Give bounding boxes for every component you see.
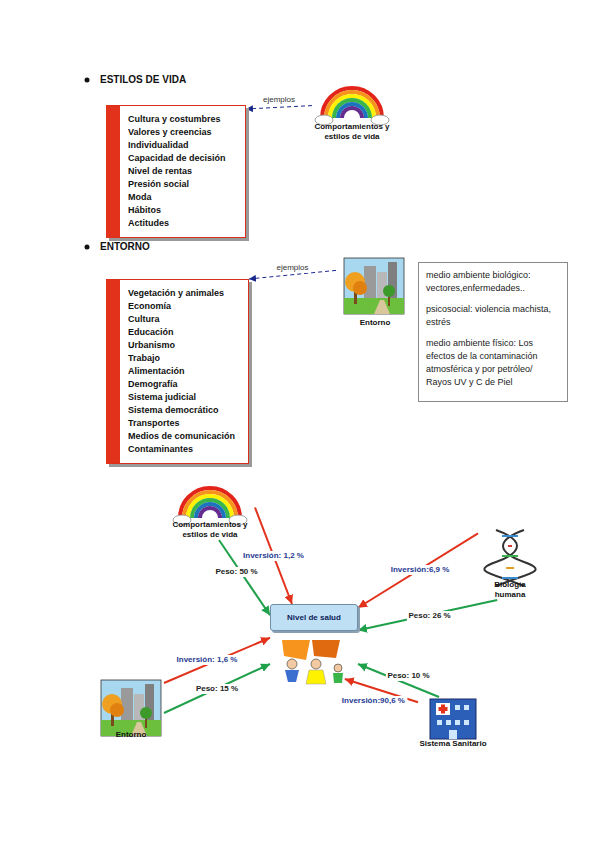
health-banner: Nivel de salud (270, 604, 358, 679)
connector-arrow (219, 540, 270, 615)
icon-node: Entorno (98, 680, 164, 740)
node-text: Nivel de rentas (128, 165, 237, 178)
edge-label: ejemplos (261, 95, 297, 105)
node-text: Cultura y costumbres (128, 113, 237, 126)
node-text: Cultura (128, 313, 240, 326)
node-text: Hábitos (128, 204, 237, 217)
node-text: Biología humana (478, 580, 542, 600)
node-text: medio ambiente físico: Los efectos de la… (426, 337, 560, 389)
bullet (85, 78, 90, 83)
hospital-icon (430, 699, 476, 739)
connector-arrow (164, 638, 270, 683)
node-text: Entorno (360, 318, 391, 328)
node-text: Economía (128, 300, 240, 313)
node-text: Alimentación (128, 365, 240, 378)
note-box: medio ambiente biológico: vectores,enfer… (418, 262, 568, 402)
node-text: Sistema judicial (128, 391, 240, 404)
connector-arrow (345, 679, 418, 702)
connector-arrow (249, 270, 336, 279)
node-text: Nivel de salud (270, 604, 358, 631)
node-text: Demografía (128, 378, 240, 391)
bullet (85, 245, 90, 250)
connector-arrow (246, 106, 312, 109)
icon-node: Biología humana (478, 526, 542, 600)
node-text: psicosocial: violencia machista, estrés (426, 303, 560, 329)
node-text: Vegetación y animales (128, 287, 240, 300)
list-box: Cultura y costumbresValores y creenciasI… (106, 105, 246, 238)
connector-arrow (358, 600, 497, 630)
edge-label: Inversión: 1,6 % (175, 655, 240, 665)
node-text: Presión social (128, 178, 237, 191)
edge-label: Peso: 50 % (213, 567, 259, 577)
environment-icon (344, 258, 404, 314)
connector-arrow (358, 533, 478, 607)
section-heading: ESTILOS DE VIDA (100, 74, 186, 85)
icon-node: Sistema Sanitario (418, 697, 488, 749)
node-text: Transportes (128, 417, 240, 430)
edge-label: Peso: 26 % (406, 611, 452, 621)
connector-arrow (255, 508, 292, 605)
node-text: Sistema democrático (128, 404, 240, 417)
connector-arrow (164, 664, 270, 713)
node-text: Sistema Sanitario (419, 739, 486, 749)
node-text: Medios de comunicación (128, 430, 240, 443)
node-text: Contaminantes (128, 443, 240, 456)
node-text: Entorno (116, 730, 147, 740)
node-text: Actitudes (128, 217, 237, 230)
edge-label: Peso: 15 % (194, 684, 240, 694)
icon-node: Entorno (336, 256, 414, 328)
list-box: Vegetación y animalesEconomíaCulturaEduc… (106, 279, 249, 464)
rainbow-icon (173, 488, 247, 525)
edge-label: ejemplos (274, 263, 310, 273)
node-text: Individualidad (128, 139, 237, 152)
icon-node: Comportamientos y estilos de vida (312, 86, 392, 142)
edge-label: Inversión:6,9 % (389, 565, 452, 575)
node-text: medio ambiente biológico: vectores,enfer… (426, 269, 560, 295)
node-text: Comportamientos y estilos de vida (312, 122, 392, 142)
section-heading: ENTORNO (100, 241, 150, 252)
node-text: Comportamientos y estilos de vida (165, 520, 255, 540)
edge-label: Peso: 10 % (385, 671, 431, 681)
connector-arrow (358, 664, 439, 697)
rainbow-icon (315, 88, 389, 125)
edge-label: Inversión:90,6 % (340, 696, 407, 706)
node-text: Capacidad de decisión (128, 152, 237, 165)
environment-icon (101, 680, 161, 736)
node-text: Urbanismo (128, 339, 240, 352)
node-text: Trabajo (128, 352, 240, 365)
node-text: Valores y creencias (128, 126, 237, 139)
people-illustration (282, 640, 343, 684)
node-text: Educación (128, 326, 240, 339)
dna-icon (484, 530, 535, 586)
icon-node: Comportamientos y estilos de vida (165, 490, 255, 540)
node-text: Moda (128, 191, 237, 204)
edge-label: Inversión: 1,2 % (241, 551, 306, 561)
